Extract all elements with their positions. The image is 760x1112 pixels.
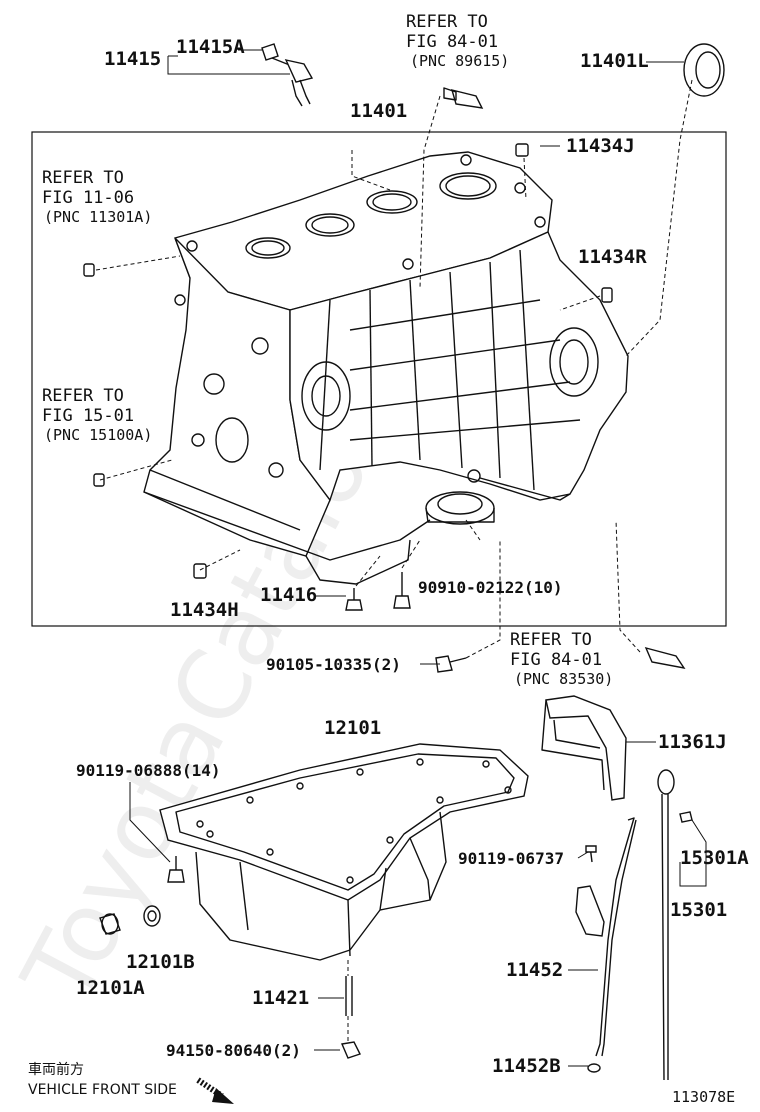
label-11452B: 11452B <box>492 1055 561 1077</box>
svg-text:(PNC 11301A): (PNC 11301A) <box>44 208 152 226</box>
label-15301: 15301 <box>670 899 727 921</box>
part-11421-stud[interactable] <box>345 976 353 1016</box>
part-11401L-seal[interactable] <box>683 43 725 97</box>
diagram-id: 113078E <box>672 1088 735 1106</box>
svg-text:FIG 11-06: FIG 11-06 <box>42 188 134 208</box>
label-90119-06888: 90119-06888(14) <box>76 761 221 780</box>
block-group-frame <box>31 131 727 627</box>
part-11415-hose[interactable] <box>261 43 314 107</box>
refer-to-15100A[interactable]: REFER TO FIG 15-01 (PNC 15100A) <box>42 386 152 444</box>
svg-text:(PNC 15100A): (PNC 15100A) <box>44 426 152 444</box>
dowel-pin-front-lower[interactable] <box>93 473 105 487</box>
part-11434R-pin[interactable] <box>601 287 613 303</box>
part-11361J-baffle[interactable] <box>541 695 627 801</box>
svg-text:FIG 15-01: FIG 15-01 <box>42 406 134 426</box>
cylinder-block-drawing[interactable] <box>143 151 629 585</box>
label-11452: 11452 <box>506 959 563 981</box>
label-11401L: 11401L <box>580 50 649 72</box>
part-12101-oil-pan[interactable] <box>159 743 529 961</box>
part-94150-nut[interactable] <box>341 1041 361 1059</box>
vehicle-front-jp: 車両前方 <box>28 1061 84 1078</box>
svg-text:(PNC 83530): (PNC 83530) <box>514 670 613 688</box>
label-94150: 94150-80640(2) <box>166 1041 301 1060</box>
label-90910: 90910-02122(10) <box>418 578 563 597</box>
refer-to-83530[interactable]: REFER TO FIG 84-01 (PNC 83530) <box>510 630 613 688</box>
svg-text:REFER TO: REFER TO <box>510 630 592 650</box>
label-11434J: 11434J <box>566 135 635 157</box>
label-12101A: 12101A <box>76 977 145 999</box>
sensor-83530[interactable] <box>644 646 686 669</box>
vehicle-front-en: VEHICLE FRONT SIDE <box>28 1082 177 1098</box>
dowel-pin-front-upper[interactable] <box>83 263 95 277</box>
label-11401: 11401 <box>350 100 407 122</box>
label-11434R: 11434R <box>578 246 647 268</box>
label-11421: 11421 <box>252 987 309 1009</box>
refer-to-89615[interactable]: REFER TO FIG 84-01 (PNC 89615) <box>406 12 509 70</box>
sensor-89615[interactable] <box>443 87 484 109</box>
svg-text:FIG 84-01: FIG 84-01 <box>510 650 602 670</box>
label-15301A: 15301A <box>680 847 749 869</box>
part-11452-guide-tube[interactable] <box>575 817 637 1073</box>
part-12101A-drain-plug[interactable] <box>99 913 121 935</box>
part-11434J-plug[interactable] <box>515 143 529 157</box>
part-15301-dipstick[interactable] <box>657 769 693 1081</box>
part-12101B-gasket[interactable] <box>143 905 161 927</box>
svg-text:REFER TO: REFER TO <box>42 386 124 406</box>
label-11416: 11416 <box>260 584 317 606</box>
front-arrow-icon <box>196 1077 234 1104</box>
label-12101: 12101 <box>324 717 381 739</box>
svg-text:REFER TO: REFER TO <box>406 12 488 32</box>
part-90119-06888-bolt[interactable] <box>167 856 185 883</box>
part-90910-bolt[interactable] <box>393 572 411 609</box>
label-11361J: 11361J <box>658 731 727 753</box>
part-11416-bolt[interactable] <box>345 588 363 611</box>
part-11434H-pin[interactable] <box>193 563 207 579</box>
svg-text:REFER TO: REFER TO <box>42 168 124 188</box>
svg-text:(PNC 89615): (PNC 89615) <box>410 52 509 70</box>
label-11434H: 11434H <box>170 599 239 621</box>
label-90105: 90105-10335(2) <box>266 655 401 674</box>
label-11415A: 11415A <box>176 36 245 58</box>
svg-text:FIG 84-01: FIG 84-01 <box>406 32 498 52</box>
label-90119-06737: 90119-06737 <box>458 849 564 868</box>
part-90105-bolt[interactable] <box>435 655 467 673</box>
refer-to-11301A[interactable]: REFER TO FIG 11-06 (PNC 11301A) <box>42 168 152 226</box>
label-12101B: 12101B <box>126 951 195 973</box>
label-11415: 11415 <box>104 48 161 70</box>
